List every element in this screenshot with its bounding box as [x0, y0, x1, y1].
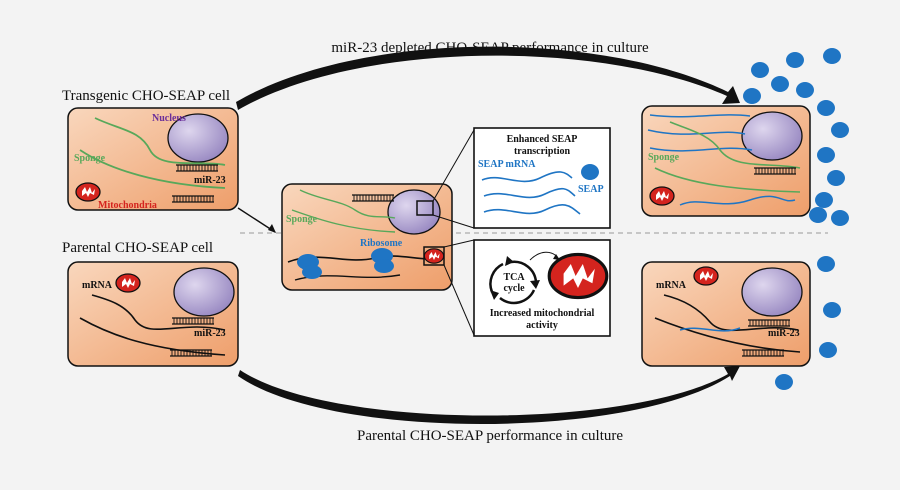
mitochondria-icon: [423, 248, 445, 264]
sponge-label: Sponge: [286, 214, 318, 225]
mitochondria-icon: [693, 266, 719, 286]
sponge-label: Sponge: [648, 152, 680, 163]
tca-label-line2: cycle: [503, 283, 525, 294]
seap-protein-icon: [581, 164, 599, 180]
ribosome-label: Ribosome: [360, 238, 403, 249]
nucleus-icon: [173, 267, 235, 317]
ribosome-icon: [297, 248, 394, 279]
sponge-label: Sponge: [74, 153, 106, 164]
mir23-label: miR-23: [768, 328, 800, 339]
mitochondria-large-icon: [547, 252, 609, 300]
seap-label: SEAP: [578, 184, 604, 195]
transgenic-cell-title: Transgenic CHO-SEAP cell: [62, 88, 230, 104]
mrna-label: mRNA: [82, 280, 113, 291]
transgenic-result-cell: Sponge: [641, 105, 811, 217]
bottom-curved-arrow: [238, 366, 740, 424]
mrna-label: mRNA: [656, 280, 687, 291]
arrow-to-center: [237, 207, 276, 233]
transcription-title-line1: Enhanced SEAP: [507, 134, 578, 145]
mitochondria-icon: [75, 182, 101, 202]
nucleus-icon: [741, 111, 803, 161]
parental-result-cell: mRNA miR-23: [641, 261, 811, 367]
top-curved-arrow: [236, 46, 740, 110]
nucleus-icon: [167, 113, 229, 163]
top-arrow-label: miR-23 depleted CHO-SEAP performance in …: [331, 40, 649, 56]
nucleus-icon: [741, 267, 803, 317]
mitochondria-label: Mitochondria: [98, 200, 157, 211]
center-cell: Sponge Ribosome: [281, 183, 453, 291]
tca-label-line1: TCA: [503, 272, 525, 283]
transcription-box: Enhanced SEAP transcription SEAP mRNA SE…: [473, 127, 611, 229]
mito-activity-line2: activity: [526, 320, 558, 331]
parental-cell-title: Parental CHO-SEAP cell: [62, 240, 213, 256]
mito-activity-box: TCA cycle Increased mitochondrial activi…: [473, 239, 611, 337]
seap-mrna-label: SEAP mRNA: [478, 159, 536, 170]
mitochondria-icon: [115, 273, 141, 293]
nucleus-zoom-box: [416, 200, 434, 216]
mir23-label: miR-23: [194, 175, 226, 186]
nucleus-label: Nucleus: [152, 113, 186, 124]
mitochondria-icon: [649, 186, 675, 206]
tca-cycle-icon: [489, 256, 540, 305]
bottom-arrow-label: Parental CHO-SEAP performance in culture: [357, 428, 623, 444]
nucleus-icon: [387, 189, 441, 235]
transgenic-cell: Nucleus Sponge miR-23 Mitochondria: [67, 107, 239, 211]
transcription-title-line2: transcription: [514, 146, 571, 157]
mir23-label: miR-23: [194, 328, 226, 339]
mito-activity-line1: Increased mitochondrial: [490, 308, 595, 319]
parental-cell: mRNA miR-23: [67, 261, 239, 367]
mito-zoom-box: [423, 246, 445, 266]
